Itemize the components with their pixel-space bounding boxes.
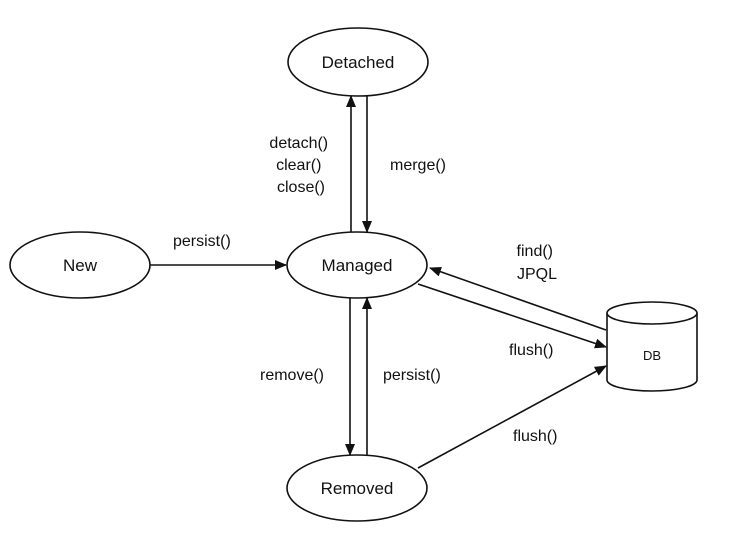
db-body bbox=[606, 313, 698, 392]
edge-flush-removed bbox=[417, 365, 607, 469]
db-top bbox=[606, 301, 698, 325]
label-close-line: close() bbox=[277, 179, 325, 196]
managed-ellipse bbox=[286, 231, 428, 299]
label-remove: remove() bbox=[260, 367, 324, 384]
detached-label: Detached bbox=[322, 53, 395, 72]
state-managed: Managed bbox=[286, 231, 428, 299]
label-persist-removed: persist() bbox=[383, 367, 441, 384]
state-detached: Detached bbox=[287, 27, 429, 97]
new-label: New bbox=[63, 256, 98, 275]
new-ellipse bbox=[9, 231, 151, 299]
edge-flush-managed bbox=[417, 283, 607, 349]
state-removed: Removed bbox=[286, 454, 428, 522]
db-label: DB bbox=[643, 348, 661, 363]
db-cylinder: DB bbox=[606, 301, 698, 392]
label-jpql-line: JPQL bbox=[517, 266, 557, 283]
detached-ellipse bbox=[287, 27, 429, 97]
label-merge: merge() bbox=[390, 157, 446, 174]
managed-label: Managed bbox=[322, 256, 393, 275]
label-find-jpql: find() JPQL bbox=[517, 243, 558, 283]
label-detach: detach() clear() close() bbox=[269, 135, 332, 196]
label-find-line: find() bbox=[517, 243, 553, 260]
label-persist-new: persist() bbox=[173, 233, 231, 250]
edge-find-jpql bbox=[429, 266, 607, 331]
label-flush-managed: flush() bbox=[509, 342, 553, 359]
label-detach-line: detach() bbox=[269, 135, 328, 152]
label-clear-line: clear() bbox=[276, 157, 321, 174]
removed-label: Removed bbox=[321, 479, 394, 498]
label-flush-removed: flush() bbox=[513, 428, 557, 445]
state-new: New bbox=[9, 231, 151, 299]
removed-ellipse bbox=[286, 454, 428, 522]
